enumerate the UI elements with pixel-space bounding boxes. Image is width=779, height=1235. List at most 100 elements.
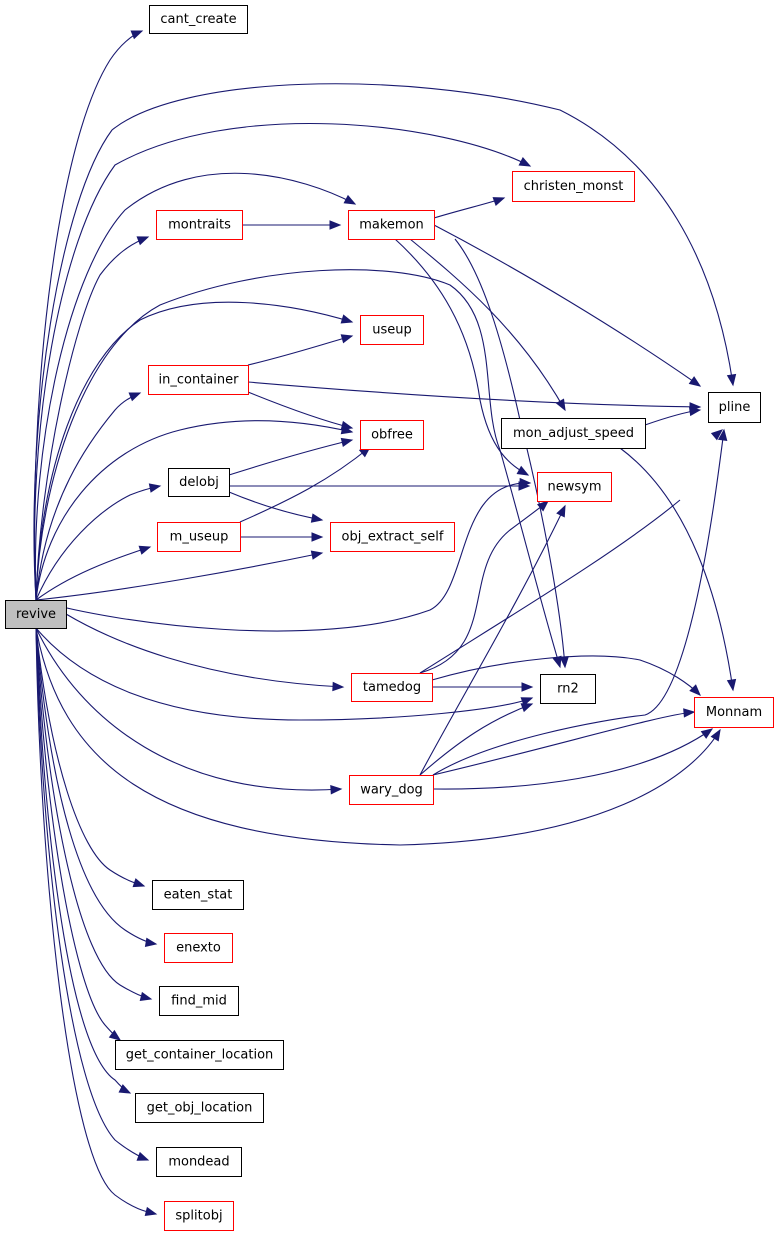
arrowhead: [136, 236, 150, 246]
node-label: enexto: [176, 941, 221, 956]
arrowhead: [559, 656, 569, 669]
edge-wary_dog-to-rn2: [419, 703, 534, 776]
edge-makemon-to-pline: [433, 224, 702, 387]
node-in_container[interactable]: in_container: [148, 365, 249, 395]
node-box: [156, 1147, 242, 1177]
node-get_obj_location[interactable]: get_obj_location: [135, 1093, 264, 1123]
node-label: delobj: [179, 475, 219, 490]
node-label: eaten_stat: [164, 888, 233, 903]
arrowhead: [144, 1206, 158, 1217]
edge-line: [35, 627, 157, 945]
node-box: [708, 392, 761, 423]
arrowhead: [688, 376, 702, 387]
node-box: [159, 986, 239, 1016]
node-obj_extract_self[interactable]: obj_extract_self: [330, 522, 455, 552]
node-newsym[interactable]: newsym: [537, 472, 612, 502]
edge-revive-to-splitobj: [35, 627, 158, 1217]
node-montraits[interactable]: montraits: [156, 210, 243, 240]
edge-line: [35, 485, 161, 601]
edge-tamedog-to-Monnam: [431, 655, 701, 696]
node-label: m_useup: [170, 530, 229, 545]
edge-line: [65, 613, 344, 688]
node-label: christen_monst: [524, 179, 624, 194]
node-wary_dog[interactable]: wary_dog: [349, 775, 434, 805]
edge-line: [419, 499, 681, 674]
node-tamedog[interactable]: tamedog: [351, 673, 433, 702]
edge-mon_adjust_speed-to-pline: [644, 406, 702, 426]
edge-line: [35, 627, 157, 1215]
edge-line: [35, 546, 151, 601]
node-box: [149, 5, 248, 34]
node-christen_monst[interactable]: christen_monst: [512, 171, 635, 202]
edge-revive-to-get_obj_location: [35, 627, 132, 1094]
edge-revive-to-in_container: [35, 392, 142, 601]
node-m_useup[interactable]: m_useup: [157, 522, 241, 552]
edge-line: [432, 728, 713, 790]
node-makemon[interactable]: makemon: [348, 210, 435, 240]
node-eaten_stat[interactable]: eaten_stat: [152, 880, 244, 910]
arrowhead: [683, 708, 696, 718]
node-monnam[interactable]: Monnam: [694, 697, 774, 728]
node-delobj[interactable]: delobj: [168, 468, 230, 497]
arrowhead: [310, 550, 324, 560]
node-box: [157, 522, 241, 552]
node-label: montraits: [168, 218, 231, 233]
arrowhead: [518, 157, 532, 167]
edge-line: [35, 627, 145, 887]
edge-line: [432, 711, 695, 776]
edge-tamedog-to-rn2: [432, 682, 534, 692]
node-useup[interactable]: useup: [360, 315, 424, 345]
node-enexto[interactable]: enexto: [164, 933, 233, 963]
edge-wary_dog-to-Monnam: [432, 728, 714, 790]
edge-line: [419, 500, 549, 674]
node-box: [168, 468, 230, 497]
arrowhead: [118, 1084, 132, 1094]
node-label: newsym: [548, 480, 602, 495]
edge-line: [34, 172, 356, 601]
arrowhead: [343, 194, 357, 205]
node-mon_adjust_speed[interactable]: mon_adjust_speed: [501, 418, 646, 449]
node-label: cant_create: [160, 12, 236, 27]
edge-makemon-to-newsym: [394, 238, 530, 476]
edge-m_useup-to-obfree: [239, 446, 372, 523]
arrowhead: [536, 500, 550, 512]
edge-line: [394, 238, 529, 476]
arrowhead: [311, 532, 324, 542]
edge-line: [247, 381, 701, 408]
node-mondead[interactable]: mondead: [156, 1147, 242, 1177]
arrowhead: [521, 682, 534, 692]
node-label: Monnam: [706, 705, 762, 720]
node-cant_create[interactable]: cant_create: [149, 5, 248, 34]
node-box: [360, 420, 424, 450]
node-rn2[interactable]: rn2: [540, 674, 596, 704]
edge-delobj-to-obj_extract_self: [228, 491, 324, 523]
edge-revive-to-Monnam: [35, 627, 721, 846]
arrowhead: [139, 991, 153, 1002]
arrowhead: [340, 334, 354, 344]
arrowhead: [130, 30, 144, 40]
node-box: [5, 600, 67, 629]
node-label: mondead: [168, 1155, 229, 1170]
edge-line: [33, 83, 734, 601]
node-splitobj[interactable]: splitobj: [164, 1201, 234, 1231]
node-box: [164, 1201, 234, 1231]
arrowhead: [518, 481, 531, 491]
node-label: get_container_location: [126, 1048, 274, 1063]
edge-revive-to-eaten_stat: [35, 627, 146, 888]
node-obfree[interactable]: obfree: [360, 420, 424, 450]
edge-line: [35, 236, 149, 601]
node-box: [360, 315, 424, 345]
node-find_mid[interactable]: find_mid: [159, 986, 239, 1016]
node-label: makemon: [359, 218, 424, 233]
node-get_container_location[interactable]: get_container_location: [115, 1040, 284, 1070]
arrowhead: [332, 681, 345, 692]
edge-line: [431, 655, 701, 696]
arrowhead: [492, 197, 506, 206]
arrowhead: [108, 1029, 122, 1041]
nodes-layer: revive cant_create christen_monst montraits…: [5, 5, 774, 1231]
node-pline[interactable]: pline: [708, 392, 761, 423]
node-label: revive: [16, 607, 56, 622]
node-box: [164, 933, 233, 963]
edge-line: [228, 439, 353, 476]
